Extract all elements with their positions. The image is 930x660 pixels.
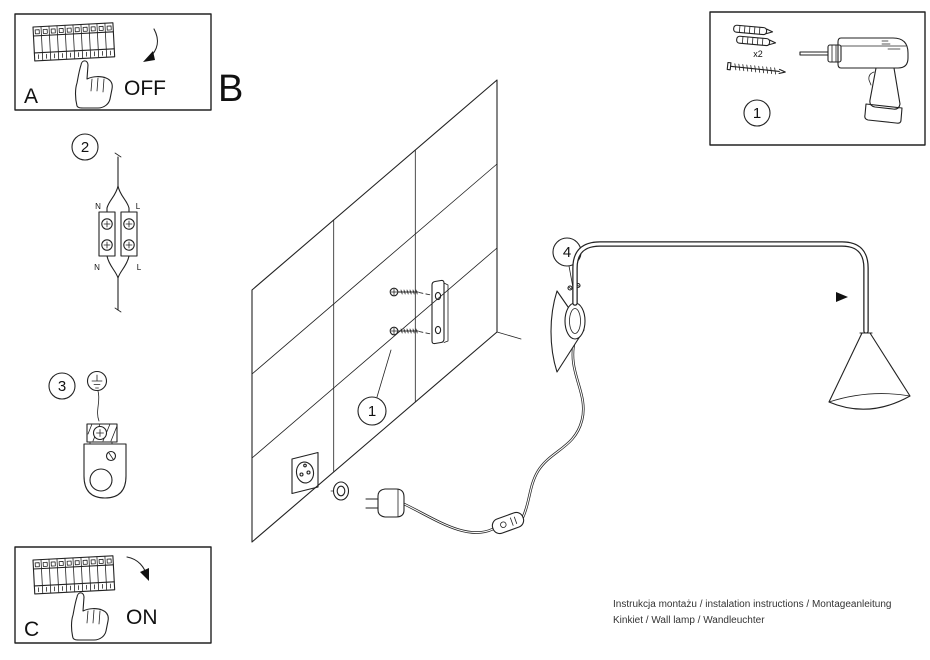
- footer-line-2: Kinkiet / Wall lamp / Wandleuchter: [613, 615, 765, 626]
- off-arrow-head: [143, 51, 155, 62]
- wire-merge: [106, 255, 130, 311]
- panel-c-frame: [14, 546, 212, 644]
- footer: Instrukcja montażu / instalation instruc…: [613, 599, 892, 626]
- panel-c-letter: C: [24, 618, 39, 641]
- floor-line: [496, 331, 522, 340]
- hand-icon: [70, 592, 109, 641]
- badge-1-leader: [376, 349, 392, 398]
- badge-kit-circle: [743, 99, 771, 127]
- screw-icon: [726, 61, 786, 75]
- badge-kit: 1: [753, 105, 761, 122]
- plug-icon: [365, 488, 405, 518]
- panel-a-letter: A: [24, 85, 38, 108]
- wiring-step: 2 N L N L: [71, 133, 142, 313]
- plug-cap-icon: [330, 481, 350, 501]
- wall-lamp-assembly: 4: [550, 237, 911, 410]
- badge-4: 4: [563, 244, 571, 261]
- wall-tile-columns: [333, 149, 416, 473]
- anchor-count-label: x2: [753, 49, 763, 59]
- wall-outline: [251, 79, 498, 543]
- wall-anchor-icon: [736, 35, 777, 47]
- badge-2: 2: [81, 139, 89, 156]
- screw-icon: [389, 287, 432, 297]
- drill-icon: [799, 37, 909, 124]
- wall-mount: [550, 282, 586, 373]
- badge-3-circle: [48, 372, 76, 400]
- plug-cord-inner: [403, 503, 494, 534]
- inline-switch: [491, 511, 525, 535]
- kit-box: x2 1: [709, 11, 926, 146]
- panel-c-breaker-on: C ON: [14, 546, 212, 644]
- badge-3: 3: [58, 378, 66, 395]
- panel-a-frame: [14, 13, 212, 111]
- wall-anchor-icon: [733, 24, 774, 36]
- hand-icon: [74, 60, 113, 109]
- ground-step: 3: [48, 370, 127, 499]
- lamp-arm-inner: [573, 242, 868, 333]
- ground-wire: [97, 390, 100, 422]
- wire-label-n-top: N: [95, 202, 101, 211]
- wire-branches: [106, 185, 130, 213]
- section-label: B: [218, 68, 243, 110]
- kit-frame: [709, 11, 926, 146]
- ground-clamp: [83, 423, 127, 499]
- on-arrow-head: [140, 568, 149, 581]
- wall-assembly: 1: [251, 79, 522, 543]
- power-outlet: [291, 451, 319, 495]
- panel-a-breaker-off: A OFF: [14, 13, 212, 111]
- footer-line-1: Instrukcja montażu / instalation instruc…: [613, 599, 892, 610]
- mounting-bracket: [431, 279, 449, 345]
- assembly-arrow-icon: [836, 292, 848, 302]
- plug-cord: [402, 502, 495, 534]
- lamp-arm: [572, 241, 869, 334]
- screw-icon: [389, 326, 432, 336]
- on-label: ON: [126, 606, 158, 629]
- badge-1: 1: [368, 403, 376, 420]
- wire-label-l-top: L: [136, 202, 141, 211]
- wire-label-n-bottom: N: [94, 263, 100, 272]
- badge-1-circle: [357, 396, 387, 426]
- breaker-strip-icon: [32, 555, 116, 595]
- ground-symbol-icon: [86, 370, 108, 392]
- breaker-strip-icon: [32, 22, 116, 62]
- lamp-shade: [828, 332, 911, 410]
- cord-assembly: [330, 337, 585, 535]
- lamp-cord-inner: [522, 338, 584, 518]
- badge-2-circle: [71, 133, 99, 161]
- wire-label-l-bottom: L: [137, 263, 142, 272]
- wall-tile-rows: [251, 163, 498, 459]
- off-label: OFF: [124, 77, 166, 100]
- terminal-block: [98, 211, 138, 257]
